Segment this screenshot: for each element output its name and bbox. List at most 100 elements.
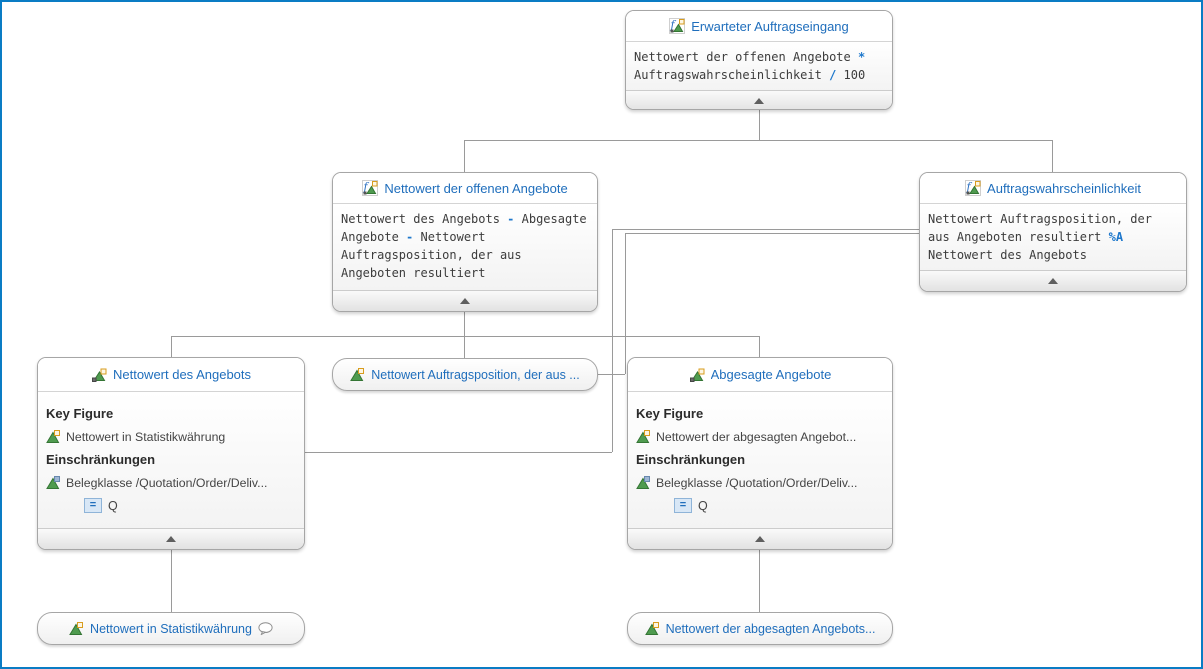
connector-line	[1052, 140, 1053, 172]
key-figure-item: Nettowert in Statistikwährung	[46, 425, 296, 448]
connector-line	[759, 550, 760, 612]
key-figure-name: Nettowert der abgesagten Angebot...	[656, 429, 857, 444]
collapse-footer[interactable]	[628, 528, 892, 549]
restriction-value: Q	[698, 498, 708, 513]
restriction-item: Belegklasse /Quotation/Order/Deliv...	[636, 471, 884, 494]
formula-segment: Nettowert der offenen Angebote	[634, 50, 858, 64]
node-title: Auftragswahrscheinlichkeit	[987, 180, 1141, 196]
collapse-arrow-icon	[460, 298, 470, 304]
key-figure-icon	[69, 621, 84, 636]
connector-line	[598, 374, 625, 375]
collapse-footer[interactable]	[333, 290, 597, 311]
calculated-key-figure-icon: f	[965, 180, 982, 196]
node-title: Erwarteter Auftragseingang	[691, 18, 849, 34]
key-figure-name: Nettowert in Statistikwährung	[66, 429, 226, 444]
restriction-value-row: = Q	[46, 494, 296, 517]
node-header[interactable]: Nettowert des Angebots	[38, 358, 304, 392]
connector-line	[171, 550, 172, 612]
collapse-footer[interactable]	[920, 270, 1186, 291]
restriction-name: Belegklasse /Quotation/Order/Deliv...	[656, 475, 858, 490]
node-header[interactable]: f Nettowert der offenen Angebote	[333, 173, 597, 204]
calculated-key-figure-icon: f	[362, 180, 379, 196]
collapse-footer[interactable]	[626, 90, 892, 109]
node-abgesagte-angebote[interactable]: Abgesagte Angebote Key Figure Nettowert …	[627, 357, 893, 550]
node-title: Nettowert Auftragsposition, der aus ...	[371, 367, 580, 382]
connector-line	[171, 336, 759, 337]
key-figure-icon	[636, 429, 651, 444]
key-figure-icon	[46, 429, 61, 444]
formula-operator: %A	[1108, 230, 1124, 244]
svg-text:f: f	[670, 19, 677, 32]
node-detail-content: Key Figure Nettowert in Statistikwährung…	[38, 392, 304, 528]
node-nettowert-der-offenen-angebote[interactable]: f Nettowert der offenen Angebote Nettowe…	[332, 172, 598, 312]
node-nettowert-der-abgesagten-angebote[interactable]: Nettowert der abgesagten Angebots...	[627, 612, 893, 645]
restriction-item: Belegklasse /Quotation/Order/Deliv...	[46, 471, 296, 494]
node-nettowert-in-statistikwaehrung[interactable]: Nettowert in Statistikwährung	[37, 612, 305, 645]
equals-operator-badge: =	[84, 498, 102, 513]
node-auftragswahrscheinlichkeit[interactable]: f Auftragswahrscheinlichkeit Nettowert A…	[919, 172, 1187, 292]
restriction-icon	[636, 475, 651, 490]
key-figure-item: Nettowert der abgesagten Angebot...	[636, 425, 884, 448]
formula-segment: 100	[836, 68, 866, 82]
formula-text: Nettowert der offenen Angebote * Auftrag…	[626, 42, 892, 90]
svg-text:f: f	[363, 181, 370, 194]
formula-segment: Nettowert des Angebots	[928, 248, 1087, 262]
connector-line	[464, 336, 465, 358]
node-title: Nettowert in Statistikwährung	[90, 621, 252, 636]
formula-segment: Nettowert Auftragsposition, der aus Ange…	[341, 230, 522, 280]
comment-bubble-icon[interactable]	[258, 621, 273, 636]
connector-line	[464, 140, 1053, 141]
node-title: Abgesagte Angebote	[710, 367, 832, 382]
formula-operator: *	[857, 50, 866, 64]
node-header[interactable]: f Auftragswahrscheinlichkeit	[920, 173, 1186, 204]
key-figure-label: Key Figure	[636, 406, 704, 421]
key-figure-icon	[644, 621, 660, 636]
calculated-key-figure-icon: f	[669, 18, 686, 34]
formula-text: Nettowert Auftragsposition, der aus Ange…	[920, 204, 1186, 270]
collapse-arrow-icon	[755, 536, 765, 542]
formula-segment: Auftragswahrscheinlichkeit	[634, 68, 822, 82]
key-figure-label: Key Figure	[46, 406, 114, 421]
node-nettowert-des-angebots[interactable]: Nettowert des Angebots Key Figure Nettow…	[37, 357, 305, 550]
connector-line	[464, 140, 465, 172]
svg-text:f: f	[966, 181, 973, 194]
key-figure-icon	[350, 367, 365, 382]
node-detail-content: Key Figure Nettowert der abgesagten Ange…	[628, 392, 892, 528]
connector-line	[612, 229, 613, 452]
connector-line	[305, 452, 612, 453]
collapse-footer[interactable]	[38, 528, 304, 549]
node-title: Nettowert der offenen Angebote	[384, 180, 568, 196]
restrictions-label: Einschränkungen	[46, 452, 156, 467]
formula-text: Nettowert des Angebots - Abgesagte Angeb…	[333, 204, 597, 290]
node-title: Nettowert des Angebots	[112, 367, 252, 382]
restriction-value: Q	[108, 498, 118, 513]
formula-segment: Nettowert Auftragsposition, der aus Ange…	[928, 212, 1152, 244]
formula-segment: Nettowert des Angebots	[341, 212, 508, 226]
connector-line	[759, 336, 760, 357]
node-header[interactable]: f Erwarteter Auftragseingang	[626, 11, 892, 42]
connector-line	[171, 336, 172, 357]
restricted-key-figure-icon	[91, 367, 107, 383]
formula-segment: Abgesagte Angebote	[341, 212, 587, 244]
node-header[interactable]: Abgesagte Angebote	[628, 358, 892, 392]
formula-operator: -	[406, 230, 414, 244]
restricted-key-figure-icon	[689, 367, 705, 383]
formula-operator: -	[507, 212, 515, 226]
formula-operator: /	[829, 68, 837, 82]
connector-line	[625, 233, 919, 234]
restriction-icon	[46, 475, 61, 490]
connector-line	[625, 233, 626, 374]
node-title: Nettowert der abgesagten Angebots...	[665, 621, 876, 636]
collapse-arrow-icon	[1048, 278, 1058, 284]
connector-line	[464, 312, 465, 336]
equals-operator-badge: =	[674, 498, 692, 513]
connector-line	[759, 110, 760, 140]
restrictions-label: Einschränkungen	[636, 452, 746, 467]
node-nettowert-auftragsposition[interactable]: Nettowert Auftragsposition, der aus ...	[332, 358, 598, 391]
connector-line	[612, 229, 919, 230]
collapse-arrow-icon	[166, 536, 176, 542]
restriction-name: Belegklasse /Quotation/Order/Deliv...	[66, 475, 268, 490]
node-erwarteter-auftragseingang[interactable]: f Erwarteter Auftragseingang Nettowert d…	[625, 10, 893, 110]
restriction-value-row: = Q	[636, 494, 884, 517]
